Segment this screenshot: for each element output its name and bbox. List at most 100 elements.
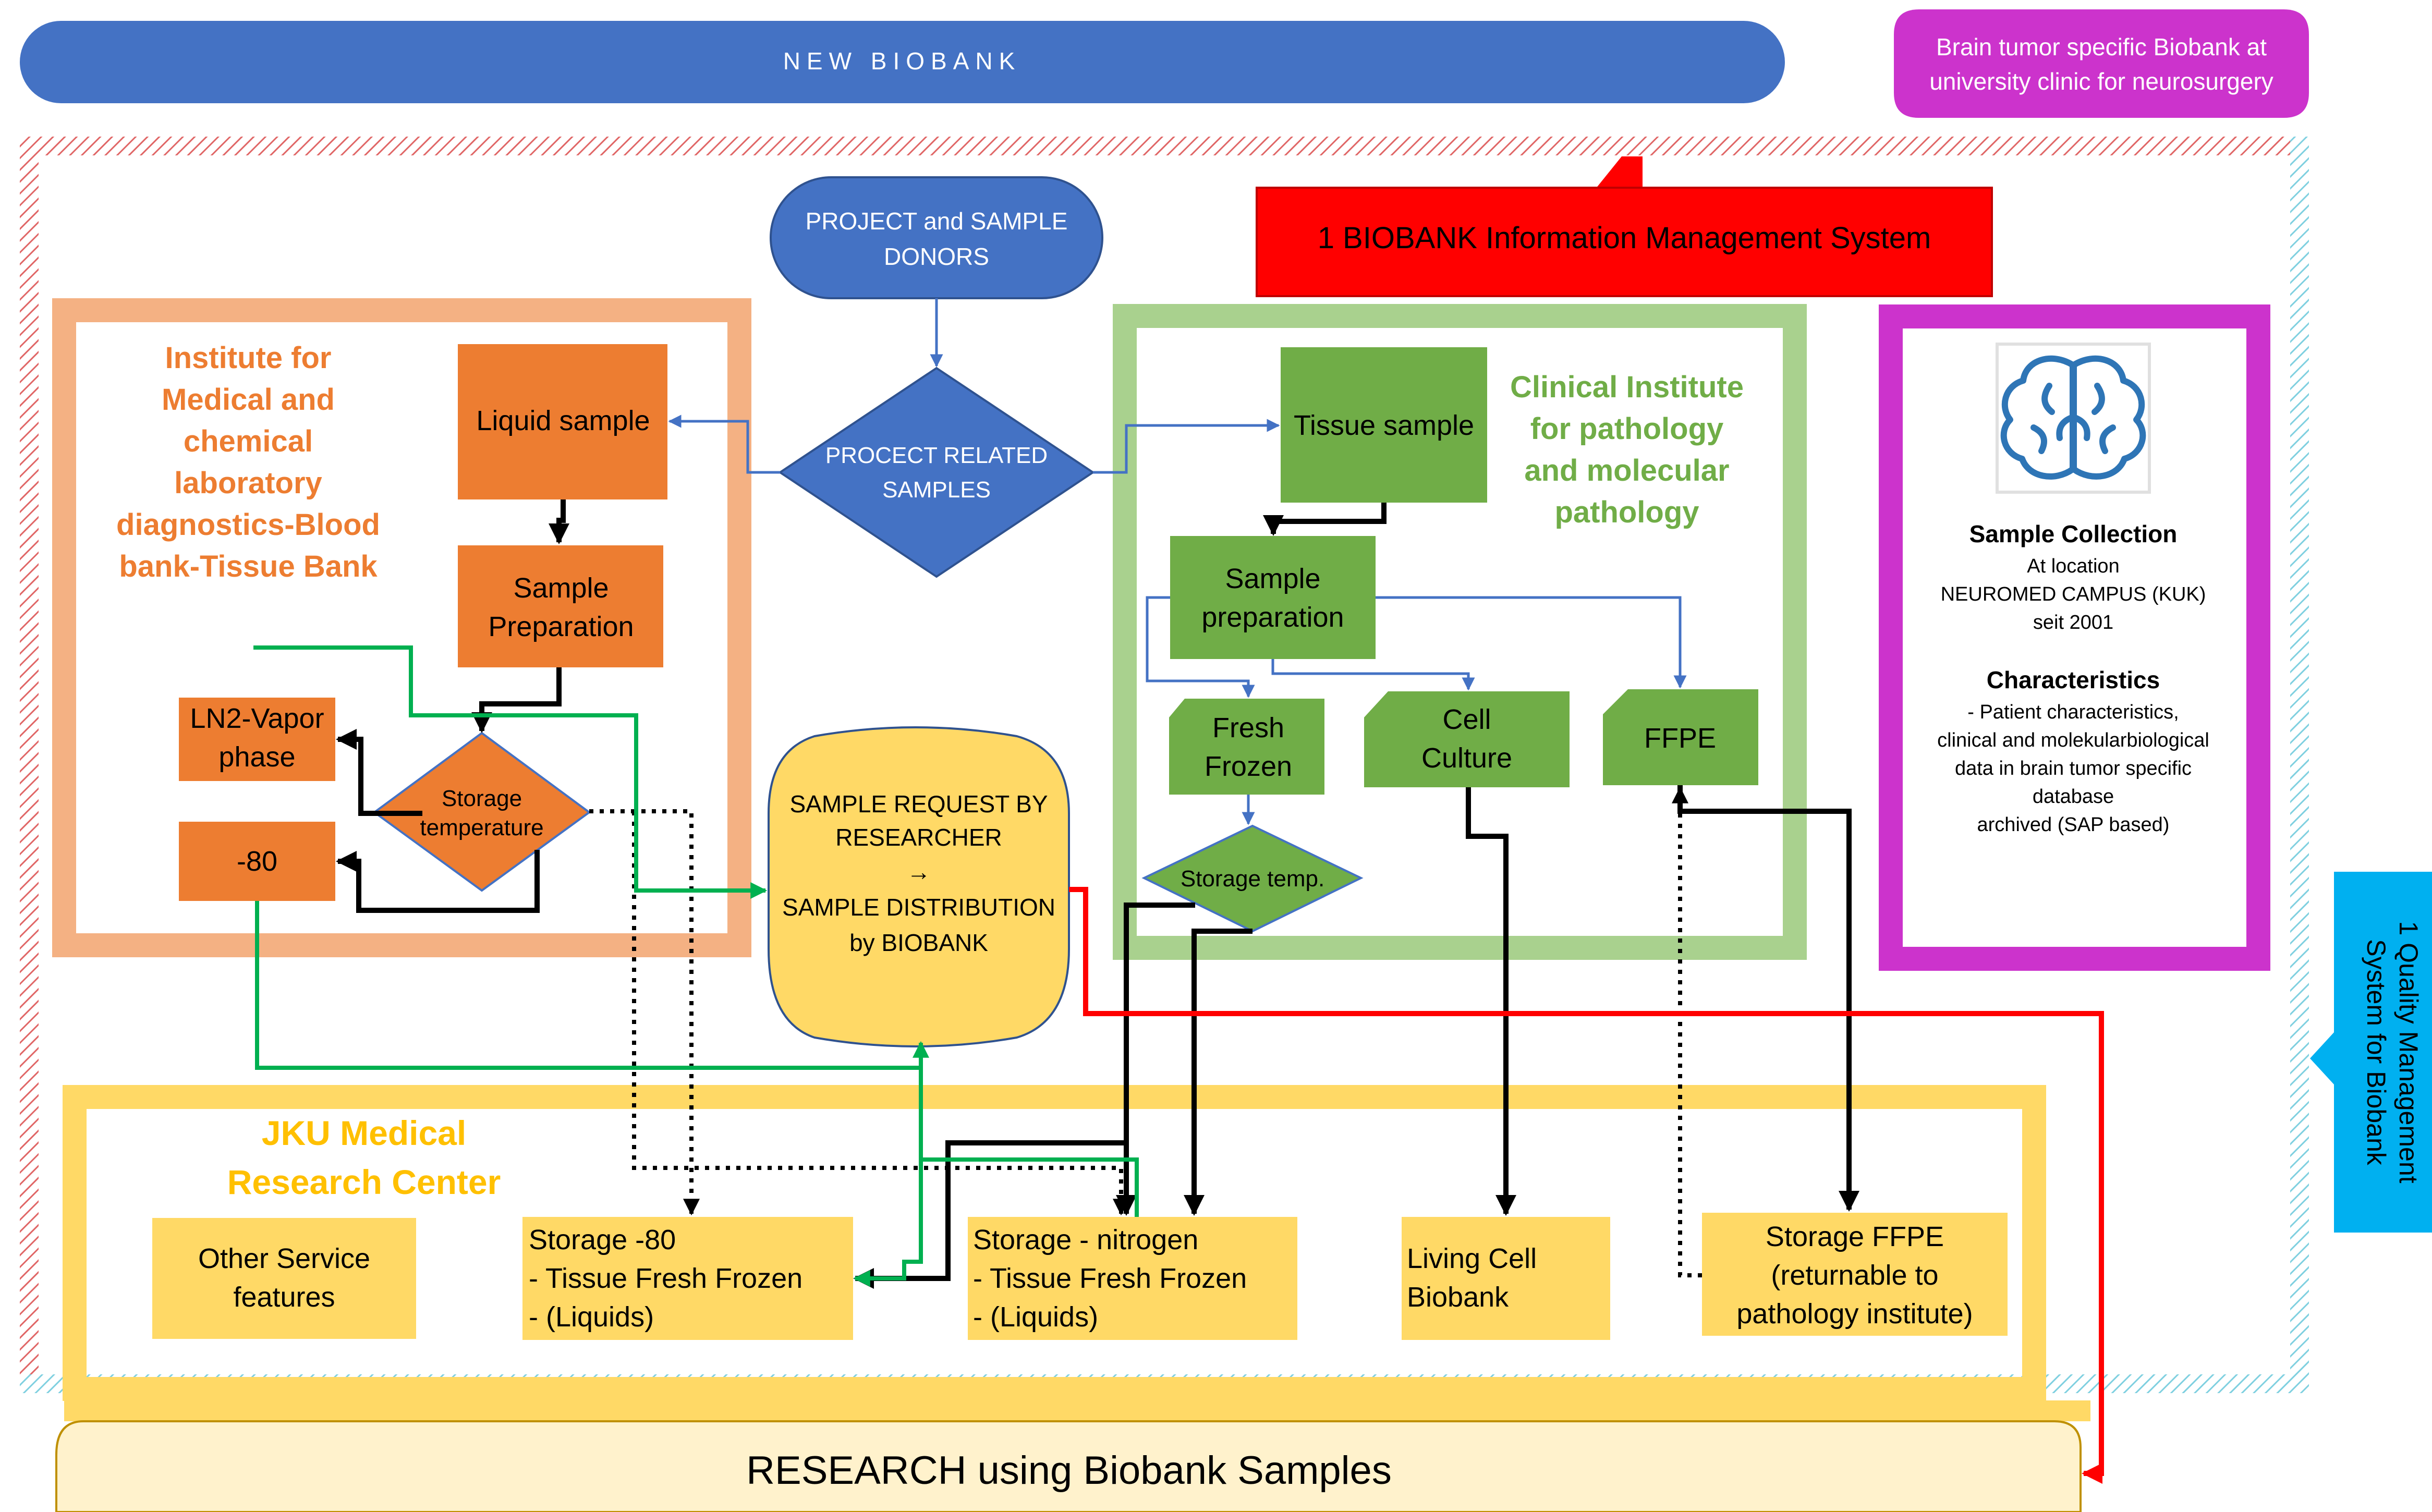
cell-culture-box: [1364, 691, 1570, 787]
medical-institute-frame: [52, 298, 751, 957]
sample-preparation-left-line-2: Preparation: [488, 611, 634, 642]
clinical-institute-frame: [1113, 304, 1807, 960]
green-loop-to-request: [253, 645, 768, 899]
red-distribution-line: [1069, 887, 2104, 1484]
fresh-frozen-box: [1169, 699, 1324, 795]
header-bar: [20, 21, 1785, 103]
characteristics-line-5: archived (SAP based): [1977, 814, 2170, 836]
storage-nitrogen-box: [968, 1217, 1297, 1340]
medical-institute-line-4: laboratory: [174, 466, 322, 500]
characteristics-title: Characteristics: [1987, 666, 2160, 693]
ln2-vapor-line-1: LN2-Vapor: [190, 703, 324, 734]
storage-80-box: [522, 1217, 853, 1340]
prep-to-storage-temp-arrow: [471, 667, 562, 733]
tissue-sample-box: [1281, 347, 1487, 503]
storage-nitrogen-line-2: - Tissue Fresh Frozen: [973, 1263, 1247, 1294]
storage-80-line-3: - (Liquids): [529, 1301, 654, 1333]
storage-temp-label: Storage temp.: [1181, 866, 1324, 892]
research-strip: [64, 1400, 2090, 1421]
research-label: RESEARCH using Biobank Samples: [746, 1448, 1392, 1493]
storage-ffpe-box: [1702, 1213, 2008, 1336]
clinical-institute-line-2: for pathology: [1530, 412, 1724, 446]
dotted-connectors: [589, 786, 1702, 1277]
neurosurgery-callout: Brain tumor specific Biobank at universi…: [1894, 9, 2309, 118]
minus80-label: -80: [237, 846, 277, 877]
temp-to-nitrogen-arrow-1: [1116, 903, 1195, 1216]
collection-frame: [1879, 304, 2270, 971]
storage-ffpe-line-2: (returnable to: [1771, 1260, 1938, 1291]
dotted-to-storage80: [589, 809, 700, 1216]
characteristics-line-2: clinical and molekularbiological: [1937, 729, 2209, 751]
header-title: NEW BIOBANK: [783, 47, 1022, 75]
storage-nitrogen-line-3: - (Liquids): [973, 1301, 1098, 1333]
storage-temp-to-ln2-arrow: [336, 729, 422, 816]
green-request-to-storage: [853, 1068, 923, 1287]
dotted-to-nitrogen: [632, 811, 1129, 1216]
medical-institute-line-1: Institute for: [165, 341, 332, 375]
callout-line-2: university clinic for neurosurgery: [1929, 68, 2273, 95]
donors-line-1: PROJECT and SAMPLE: [806, 208, 1068, 235]
clinical-institute-label: Clinical Institute for pathology and mol…: [1510, 370, 1744, 529]
storage-temperature-line-2: temperature: [420, 815, 543, 840]
ln2-vapor-line-2: phase: [218, 741, 295, 773]
medical-institute-line-2: Medical and: [162, 383, 335, 417]
medical-institute-line-6: bank-Tissue Bank: [119, 550, 378, 583]
storage-nitrogen-line-1: Storage - nitrogen: [973, 1224, 1198, 1255]
qms-line-2: System for Biobank: [2362, 939, 2391, 1166]
sample-request-line-4: SAMPLE DISTRIBUTION: [782, 894, 1055, 921]
sample-request-box: [768, 726, 1070, 1047]
sample-preparation-right-box: [1170, 536, 1376, 659]
storage-temperature-line-1: Storage: [442, 786, 522, 811]
jku-line-2: Research Center: [227, 1163, 501, 1201]
green-minus80-to-request: [255, 901, 929, 1070]
medical-institute-label: Institute for Medical and chemical labor…: [116, 341, 380, 583]
qms-box: 1 Quality Management System for Biobank: [2310, 872, 2432, 1233]
blue-connectors: [668, 298, 1687, 825]
living-cell-line-2: Biobank: [1407, 1282, 1509, 1313]
ffpe-label: FFPE: [1644, 723, 1716, 754]
ffpe-box: [1603, 689, 1758, 785]
donors-line-2: DONORS: [884, 243, 989, 270]
cell-culture-to-living-arrow: [1466, 787, 1516, 1216]
ims-label: 1 BIOBANK Information Management System: [1318, 221, 1931, 255]
living-cell-box: [1402, 1217, 1610, 1340]
ln2-vapor-box: [179, 698, 335, 781]
clinical-institute-line-1: Clinical Institute: [1510, 370, 1744, 404]
sample-preparation-left-line-1: Sample: [513, 572, 609, 604]
other-service-line-2: features: [233, 1282, 335, 1313]
donors-box: [770, 176, 1103, 299]
storage-80-line-2: - Tissue Fresh Frozen: [529, 1263, 802, 1294]
storage-80-line-1: Storage -80: [529, 1224, 676, 1255]
other-service-box: [152, 1218, 416, 1339]
temp-to-nitrogen-arrow-2: [1184, 929, 1253, 1216]
sample-preparation-left-box: [458, 545, 663, 667]
sample-request-line-2: RESEARCHER: [835, 824, 1002, 851]
tissue-sample-label: Tissue sample: [1294, 410, 1474, 441]
storage-temp-to-minus80-arrow: [336, 850, 540, 913]
qms-line-1: 1 Quality Management: [2394, 921, 2423, 1183]
ffpe-to-storage-arrow: [1677, 785, 1859, 1212]
cell-culture-line-1: Cell: [1442, 704, 1491, 735]
samples-to-tissue-arrow: [1093, 419, 1280, 474]
sample-request-line-3: →: [907, 858, 931, 885]
living-cell-line-1: Living Cell: [1407, 1243, 1537, 1274]
characteristics-line-4: database: [2033, 786, 2114, 808]
cell-culture-line-2: Culture: [1421, 742, 1512, 774]
liquid-to-prep-arrow: [549, 499, 569, 544]
project-samples-line-1: PROCECT RELATED: [825, 443, 1048, 468]
characteristics-line-1: - Patient characteristics,: [1967, 701, 2179, 723]
sample-request-line-1: SAMPLE REQUEST BY: [789, 790, 1048, 818]
minus80-box: [179, 822, 335, 901]
medical-institute-line-5: diagnostics-Blood: [116, 508, 380, 542]
samples-to-liquid-arrow: [668, 414, 780, 474]
jku-frame: [63, 1085, 2046, 1401]
collection-title: Sample Collection: [1969, 520, 2178, 547]
characteristics-line-3: data in brain tumor specific: [1955, 758, 2192, 779]
storage-ffpe-line-3: pathology institute): [1736, 1298, 1973, 1330]
clinical-institute-line-3: and molecular: [1524, 454, 1729, 487]
ims-box: 1 BIOBANK Information Management System: [1256, 156, 1993, 297]
prep-to-ffpe-arrow: [1376, 596, 1687, 689]
other-service-line-1: Other Service: [198, 1243, 370, 1274]
storage-ffpe-line-1: Storage FFPE: [1766, 1221, 1944, 1252]
sample-request-line-5: by BIOBANK: [849, 929, 988, 956]
